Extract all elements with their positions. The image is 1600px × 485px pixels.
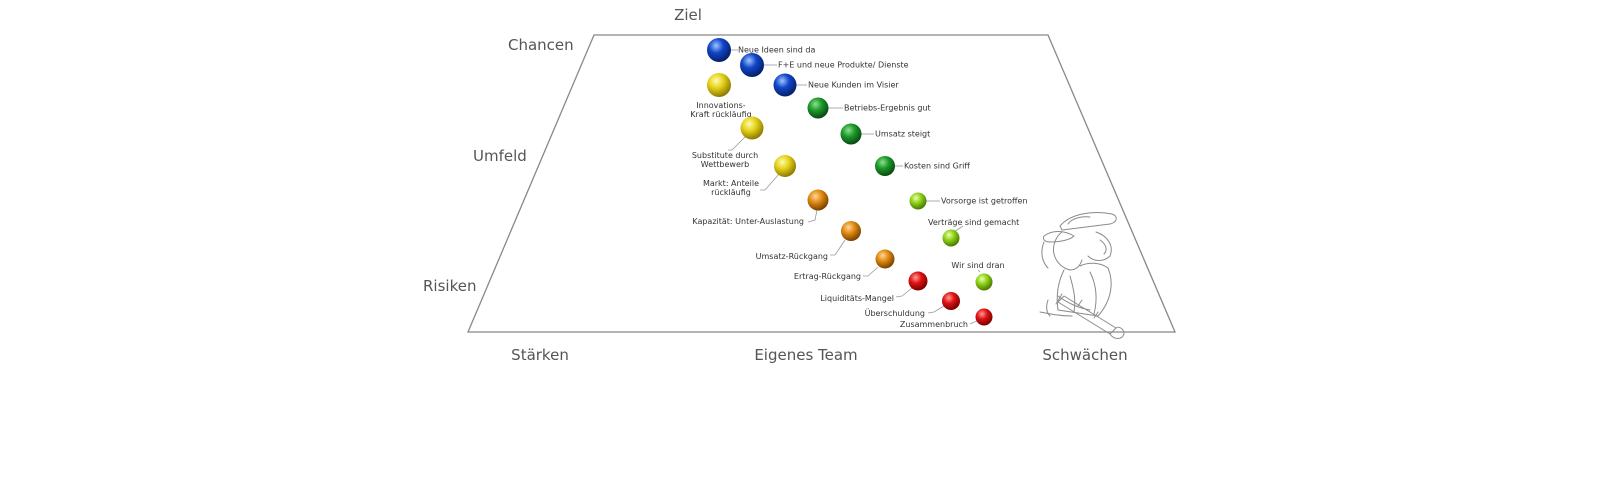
item-kapazitaet: Kapazität: Unter-Auslastung <box>692 189 829 226</box>
red-sphere <box>908 271 928 291</box>
item-label: Zusammenbruch <box>900 320 968 329</box>
item-label: F+E und neue Produkte/ Dienste <box>778 61 909 70</box>
lime-sphere <box>975 273 993 291</box>
item-label: Markt: Anteile <box>703 179 759 188</box>
orange-sphere <box>807 189 829 211</box>
item-label: Kapazität: Unter-Auslastung <box>692 217 804 226</box>
item-wir-sind-dran: Wir sind dran <box>951 261 1005 291</box>
leader-line <box>830 239 846 256</box>
item-vertraege: Verträge sind gemacht <box>928 218 1019 247</box>
item-ertrag-rueckgang: Ertrag-Rückgang <box>794 249 895 281</box>
axis-label-staerken: Stärken <box>511 346 569 364</box>
blue-sphere <box>707 38 731 62</box>
item-label: Vorsorge ist getroffen <box>941 197 1028 206</box>
item-markt-anteile: Markt: Anteile rückläufig <box>703 155 796 197</box>
item-label-line2: Kraft rückläufig <box>690 110 752 119</box>
item-label: Substitute durch <box>692 151 758 160</box>
item-label: Wir sind dran <box>951 261 1004 270</box>
item-kosten-griff: Kosten sind Griff <box>875 156 970 176</box>
item-neue-ideen: Neue Ideen sind da <box>707 38 815 62</box>
lime-sphere <box>942 229 960 247</box>
green-sphere <box>875 156 895 176</box>
leader-line <box>807 209 818 223</box>
leader-line <box>969 320 978 325</box>
item-liquiditaet: Liquiditäts-Mangel <box>820 271 928 303</box>
yellow-sphere <box>707 73 731 97</box>
blue-sphere <box>773 73 797 97</box>
lookout-figure-illustration <box>1039 212 1125 339</box>
item-label: Neue Ideen sind da <box>738 46 815 55</box>
axis-label-risiken: Risiken <box>423 277 476 295</box>
item-label: Umsatz-Rückgang <box>756 252 828 261</box>
item-label-line2: Wettbewerb <box>701 160 749 169</box>
leader-line <box>895 287 913 298</box>
item-label: Ertrag-Rückgang <box>794 272 861 281</box>
item-umsatz-steigt: Umsatz steigt <box>840 123 930 145</box>
item-betriebs-ergebnis: Betriebs-Ergebnis gut <box>807 97 931 119</box>
item-label: Betriebs-Ergebnis gut <box>844 104 931 113</box>
axis-label-chancen: Chancen <box>508 36 574 54</box>
orange-sphere <box>841 221 861 241</box>
leader-line <box>760 173 780 191</box>
leader-line <box>728 136 746 151</box>
item-label: Neue Kunden im Visier <box>808 81 899 90</box>
item-ueberschuldung: Überschuldung <box>865 292 960 318</box>
axis-label-ziel: Ziel <box>674 6 702 24</box>
item-innovations-kraft: Innovations- Kraft rückläufig <box>690 73 752 119</box>
item-label: Verträge sind gemacht <box>928 218 1019 227</box>
orange-sphere <box>875 249 895 269</box>
item-substitute: Substitute durch Wettbewerb <box>692 116 764 169</box>
leader-line <box>863 266 879 277</box>
item-label: Kosten sind Griff <box>904 162 970 171</box>
axis-label-schwaechen: Schwächen <box>1042 346 1127 364</box>
red-sphere <box>975 308 993 326</box>
blue-sphere <box>740 53 764 77</box>
yellow-sphere <box>740 116 764 140</box>
item-label: Umsatz steigt <box>875 130 930 139</box>
item-neue-kunden: Neue Kunden im Visier <box>773 73 899 97</box>
red-sphere <box>942 292 960 310</box>
axis-label-umfeld: Umfeld <box>473 147 527 165</box>
leader-line <box>927 305 945 314</box>
item-fe-produkte: F+E und neue Produkte/ Dienste <box>740 53 909 77</box>
yellow-sphere <box>774 155 796 177</box>
item-label: Liquiditäts-Mangel <box>820 294 894 303</box>
item-label: Überschuldung <box>865 308 925 318</box>
item-label: Innovations- <box>696 101 746 110</box>
leader-line <box>977 269 981 273</box>
trapezoid-frame <box>467 34 1176 333</box>
green-sphere <box>807 97 829 119</box>
lime-sphere <box>909 192 927 210</box>
item-umsatz-rueckgang: Umsatz-Rückgang <box>756 221 861 261</box>
item-label-line2: rückläufig <box>711 188 751 197</box>
item-vorsorge: Vorsorge ist getroffen <box>909 192 1028 210</box>
item-zusammenbruch: Zusammenbruch <box>900 308 993 329</box>
green-sphere <box>840 123 862 145</box>
axis-label-eigenes-team: Eigenes Team <box>754 346 857 364</box>
